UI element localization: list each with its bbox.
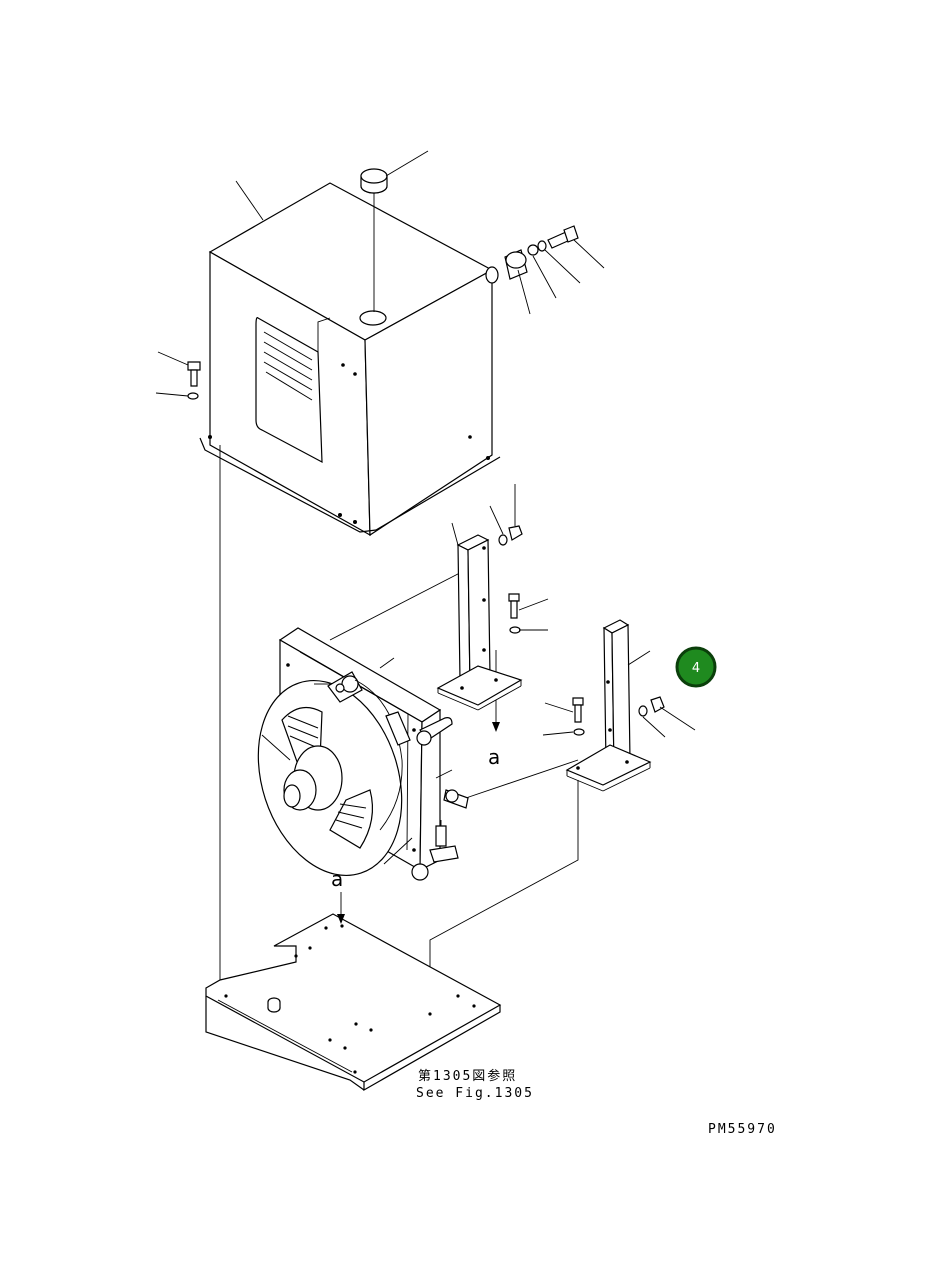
view-mark-lower-label: a — [331, 867, 343, 891]
left-bolt-washer — [155, 351, 201, 400]
filler-cap — [360, 150, 429, 312]
callout-badge-4[interactable]: 4 — [675, 646, 717, 688]
drawing-number: PM55970 — [708, 1122, 777, 1137]
right-bracket — [542, 619, 696, 792]
reference-jp: 第1305図参照 — [418, 1068, 517, 1084]
view-mark-upper: a — [488, 700, 500, 769]
base-plate — [205, 913, 502, 1092]
reference-en: See Fig.1305 — [416, 1086, 534, 1101]
tank-cover-assembly — [199, 182, 501, 537]
left-bracket — [436, 484, 549, 711]
view-mark-lower: a — [331, 867, 345, 924]
side-mount-hardware — [235, 180, 605, 315]
callout-badge-label: 4 — [692, 661, 700, 676]
radiator-fan-assembly — [257, 627, 469, 881]
view-mark-upper-label: a — [488, 745, 500, 769]
